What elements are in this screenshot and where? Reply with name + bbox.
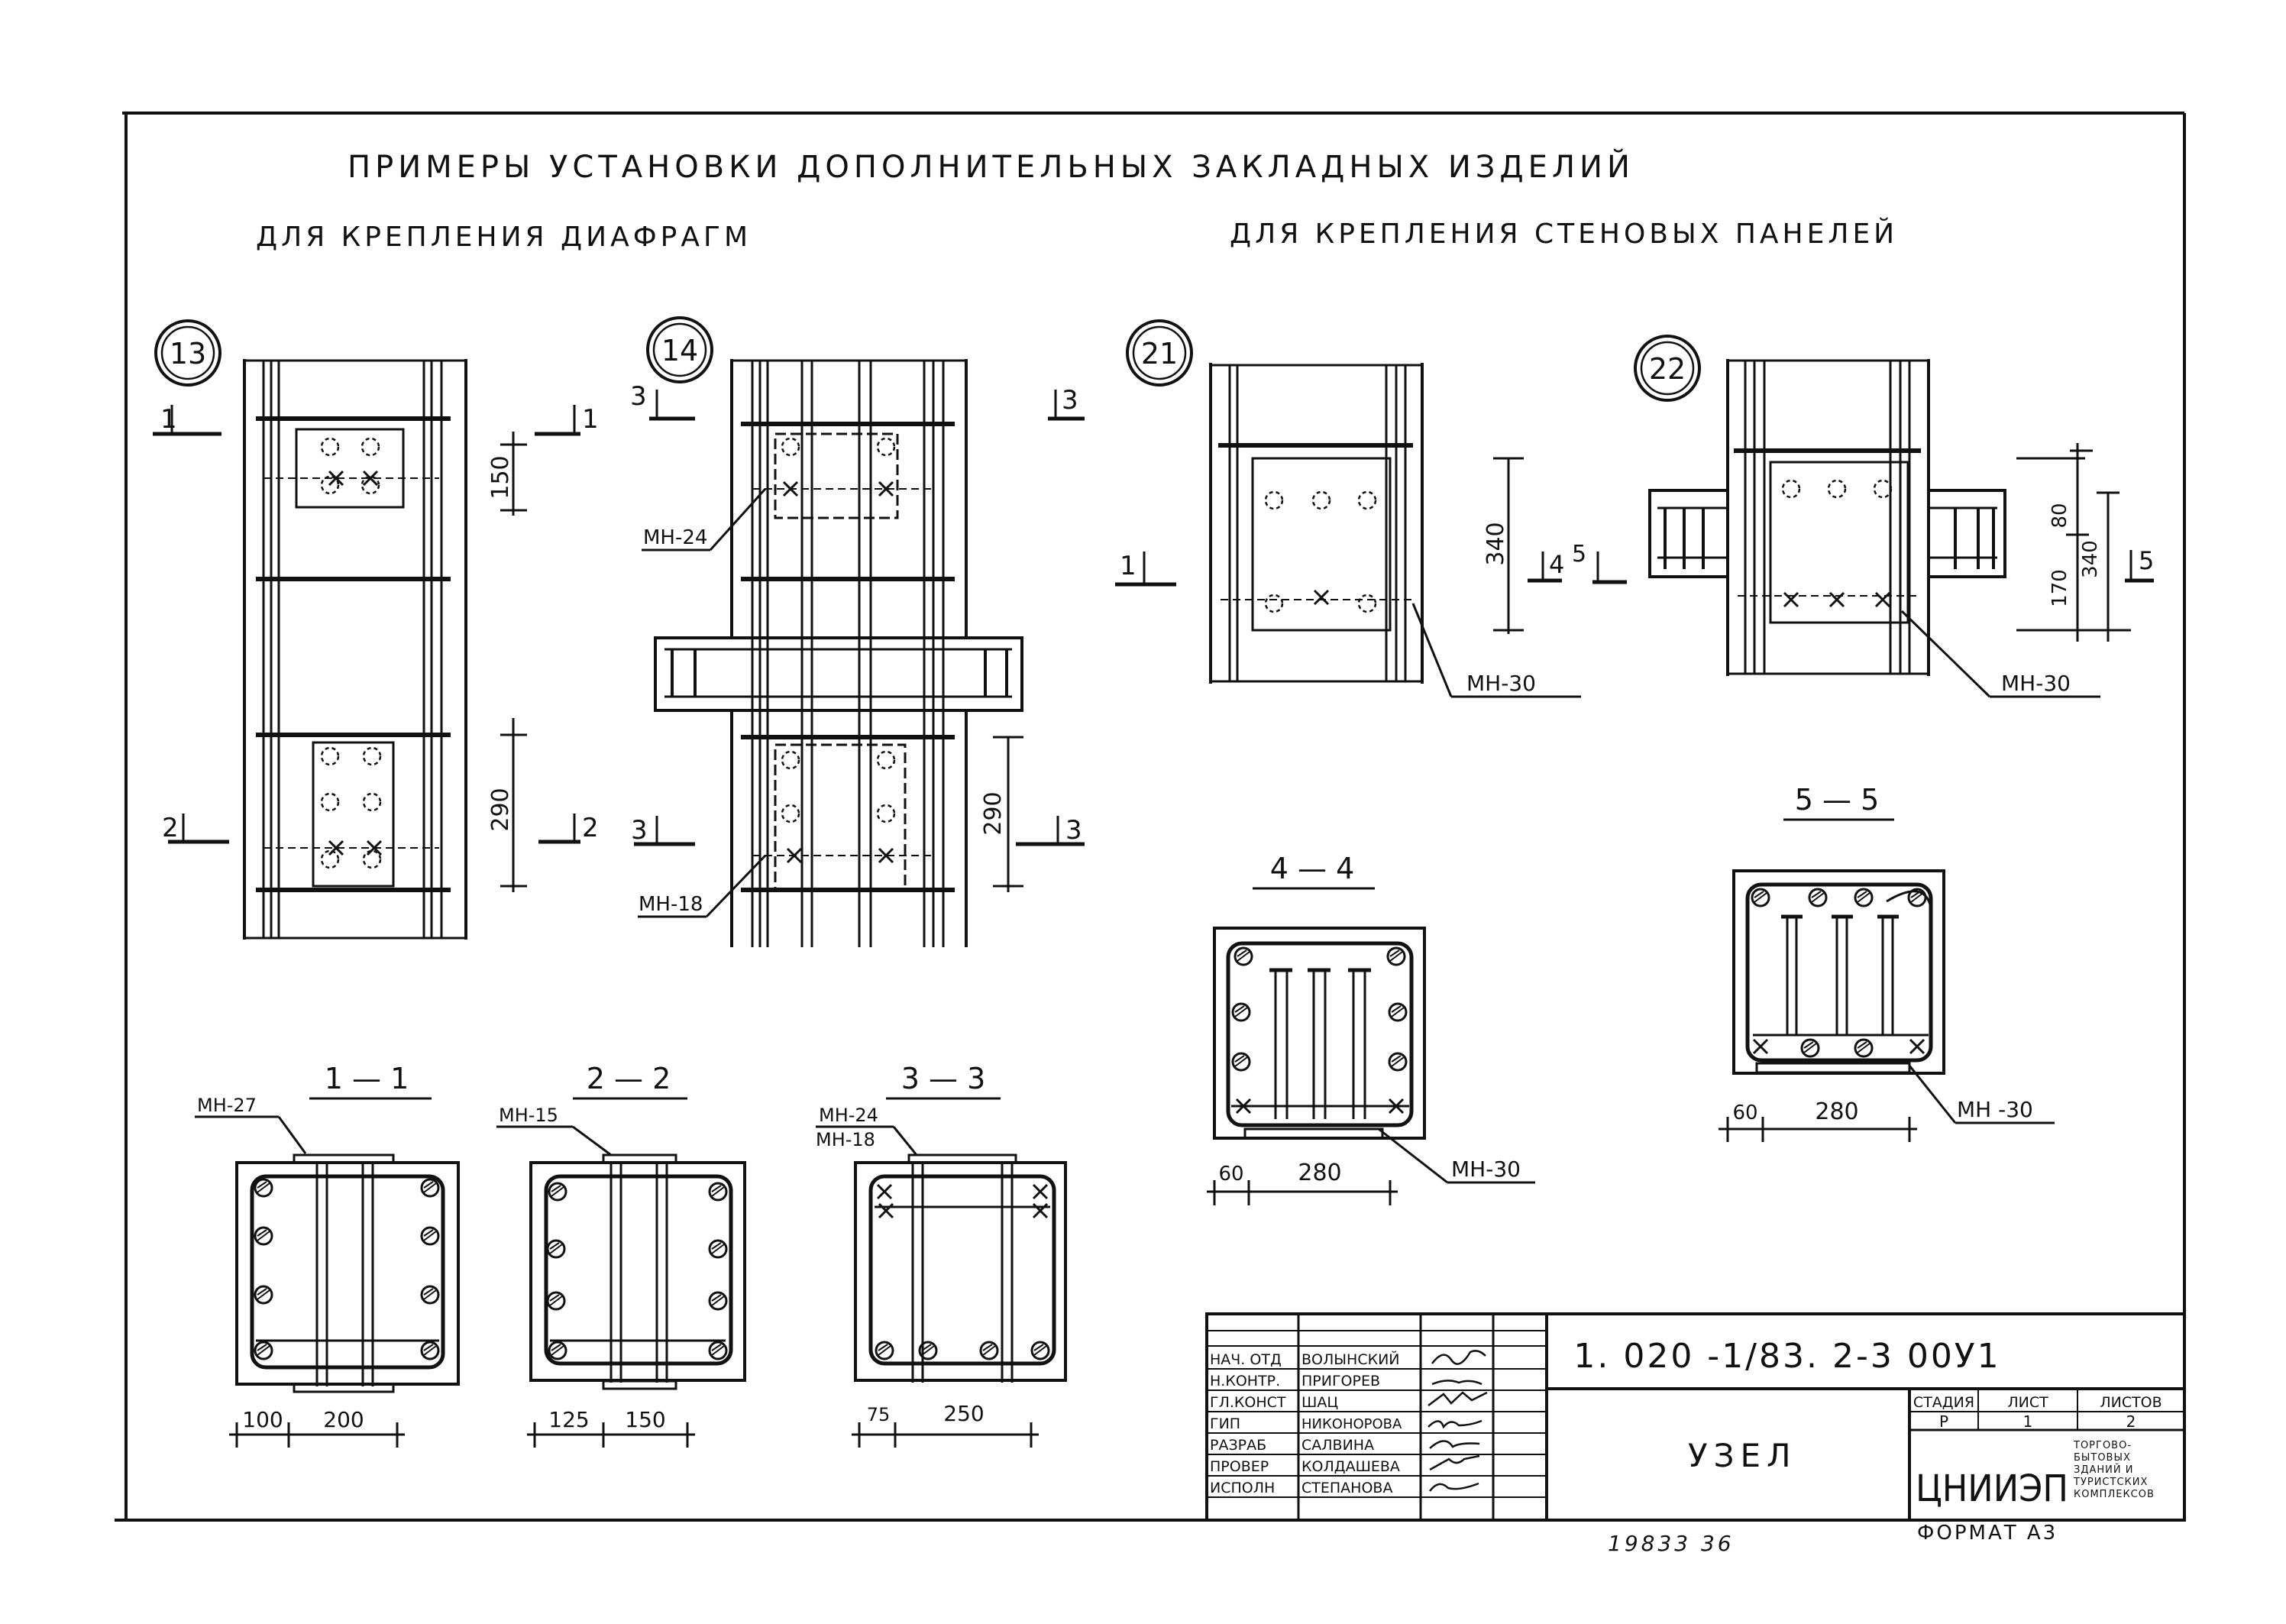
node-14-cut-3-br: 3 [1065, 815, 1082, 846]
section-4-4: 4 — 4 МН-30 60 280 [1207, 852, 1535, 1205]
section-2-2-dim-b: 150 [625, 1407, 665, 1432]
footer-inventory-number: 19833 36 [1608, 1531, 1735, 1556]
section-3-3: 3 — 3 МН-24 МН-18 75 250 [816, 1062, 1067, 1448]
section-1-1-dim-b: 200 [323, 1407, 364, 1432]
section-5-5: 5 — 5 МН -30 60 280 [1719, 783, 2055, 1142]
stamp-stage-value: Р [1939, 1412, 1948, 1431]
node-21-cut-5: 5 [1572, 541, 1586, 568]
node-14-cut-3-tl: 3 [630, 381, 647, 412]
section-2-2-label: МН-15 [499, 1105, 558, 1126]
stamp-sheets-header: ЛИСТОВ [2100, 1394, 2162, 1411]
node-21-number: 21 [1141, 337, 1178, 370]
node-14-label-mn18: МН-18 [639, 893, 703, 916]
stamp-name-4: САЛВИНА [1301, 1437, 1374, 1454]
stamp-org: ЦНИИЭП [1916, 1467, 2068, 1510]
node-21-dim: 340 [1483, 522, 1509, 565]
stamp-role-6: ИСПОЛН [1210, 1480, 1275, 1496]
node-13-cut-1-right: 1 [582, 404, 599, 435]
section-5-5-dim-a: 60 [1732, 1102, 1757, 1124]
node-22-dim-340: 340 [2079, 540, 2102, 578]
section-4-4-dim-a: 60 [1218, 1163, 1243, 1186]
node-22-dim-170: 170 [2048, 569, 2071, 607]
section-3-3-label-a: МН-24 [819, 1105, 878, 1126]
subtitle-wall-panels: ДЛЯ КРЕПЛЕНИЯ СТЕНОВЫХ ПАНЕЛЕЙ [1230, 218, 1898, 250]
node-22-dim-80: 80 [2048, 503, 2071, 528]
stamp-drawing-name: УЗЕЛ [1688, 1437, 1797, 1474]
section-4-4-title: 4 — 4 [1270, 852, 1355, 885]
node-22-cut-5: 5 [2139, 546, 2154, 575]
section-1-1-title: 1 — 1 [325, 1062, 409, 1095]
stamp-stage-header: СТАДИЯ [1913, 1394, 1974, 1411]
stamp-name-1: ПРИГОРЕВ [1301, 1373, 1380, 1389]
section-5-5-title: 5 — 5 [1795, 783, 1880, 817]
stamp-name-5: КОЛДАШЕВА [1301, 1458, 1400, 1475]
node-14-cut-3-bl: 3 [631, 815, 648, 846]
stamp-name-2: ШАЦ [1301, 1394, 1338, 1411]
section-2-2-title: 2 — 2 [587, 1062, 671, 1095]
section-1-1: 1 — 1 МН-27 100 200 [195, 1062, 460, 1448]
stamp-role-3: ГИП [1210, 1415, 1240, 1432]
section-1-1-dim-a: 100 [242, 1407, 283, 1432]
section-2-2-dim-a: 125 [548, 1407, 589, 1432]
sheet-title: ПРИМЕРЫ УСТАНОВКИ ДОПОЛНИТЕЛЬНЫХ ЗАКЛАДН… [348, 148, 1634, 185]
section-5-5-dim-b: 280 [1815, 1098, 1858, 1125]
stamp-role-5: ПРОВЕР [1210, 1458, 1269, 1475]
node-21: 21 МН-30 340 1 4 5 [1115, 319, 1627, 698]
stamp-role-4: РАЗРАБ [1210, 1437, 1266, 1454]
signatures [1428, 1350, 1488, 1492]
node-13-dim-top: 150 [487, 455, 514, 499]
stamp-org-sub-wrap: ТОРГОВО-БЫТОВЫХ ЗДАНИЙ И ТУРИСТСКИХ КОМП… [2074, 1440, 2155, 1500]
section-2-2: 2 — 2 МН-15 125 150 [496, 1062, 746, 1448]
stamp-code: 1. 020 -1/83. 2-3 00У1 [1573, 1337, 2000, 1376]
node-14: 14 МН-24 [630, 316, 1085, 947]
node-13-cut-2-left: 2 [162, 813, 179, 843]
title-block: НАЧ. ОТД Н.КОНТР. ГЛ.КОНСТ ГИП РАЗРАБ ПР… [1205, 1312, 2186, 1522]
section-5-5-label: МН -30 [1957, 1097, 2033, 1122]
node-21-cut-left: 1 [1120, 551, 1137, 581]
node-13-dim-bottom: 290 [487, 788, 514, 831]
section-4-4-label: МН-30 [1451, 1157, 1521, 1182]
node-14-dim-bottom: 290 [980, 791, 1007, 835]
stamp-role-2: ГЛ.КОНСТ [1210, 1394, 1286, 1411]
node-13-number: 13 [170, 337, 206, 370]
section-1-1-label: МН-27 [197, 1095, 257, 1116]
stamp-name-0: ВОЛЫНСКИЙ [1301, 1351, 1400, 1368]
node-13: 13 150 290 1 [153, 319, 599, 940]
node-14-label-mn24: МН-24 [643, 526, 707, 549]
stamp-role-0: НАЧ. ОТД [1210, 1351, 1282, 1368]
node-22: 22 МН-30 [1634, 335, 2154, 698]
stamp-role-1: Н.КОНТР. [1210, 1373, 1280, 1389]
section-3-3-label-b: МН-18 [816, 1129, 875, 1150]
stamp-name-6: СТЕПАНОВА [1301, 1480, 1392, 1496]
section-3-3-dim-a: 75 [867, 1404, 891, 1425]
node-22-number: 22 [1649, 352, 1686, 386]
node-14-cut-3-tr: 3 [1062, 385, 1078, 416]
stamp-name-3: НИКОНОРОВА [1301, 1416, 1402, 1432]
node-21-cut-4: 4 [1549, 550, 1564, 579]
stamp-sheets-value: 2 [2126, 1412, 2136, 1431]
stamp-sheet-value: 1 [2023, 1412, 2033, 1431]
node-22-label-mn30: МН-30 [2001, 671, 2071, 696]
section-4-4-dim-b: 280 [1298, 1160, 1341, 1186]
section-3-3-dim-b: 250 [943, 1401, 984, 1426]
stamp-org-sub: ТОРГОВО-БЫТОВЫХ ЗДАНИЙ И ТУРИСТСКИХ КОМП… [2074, 1440, 2155, 1500]
stamp-sheet-header: ЛИСТ [2007, 1394, 2048, 1411]
section-3-3-title: 3 — 3 [901, 1062, 986, 1095]
footer-format: ФОРМАТ А3 [1917, 1522, 2058, 1545]
subtitle-diaphragm: ДЛЯ КРЕПЛЕНИЯ ДИАФРАГМ [256, 222, 752, 253]
node-13-cut-2-right: 2 [582, 813, 599, 843]
node-13-cut-1-left: 1 [160, 404, 177, 435]
node-21-label-mn30: МН-30 [1466, 671, 1536, 696]
node-14-number: 14 [661, 334, 698, 367]
